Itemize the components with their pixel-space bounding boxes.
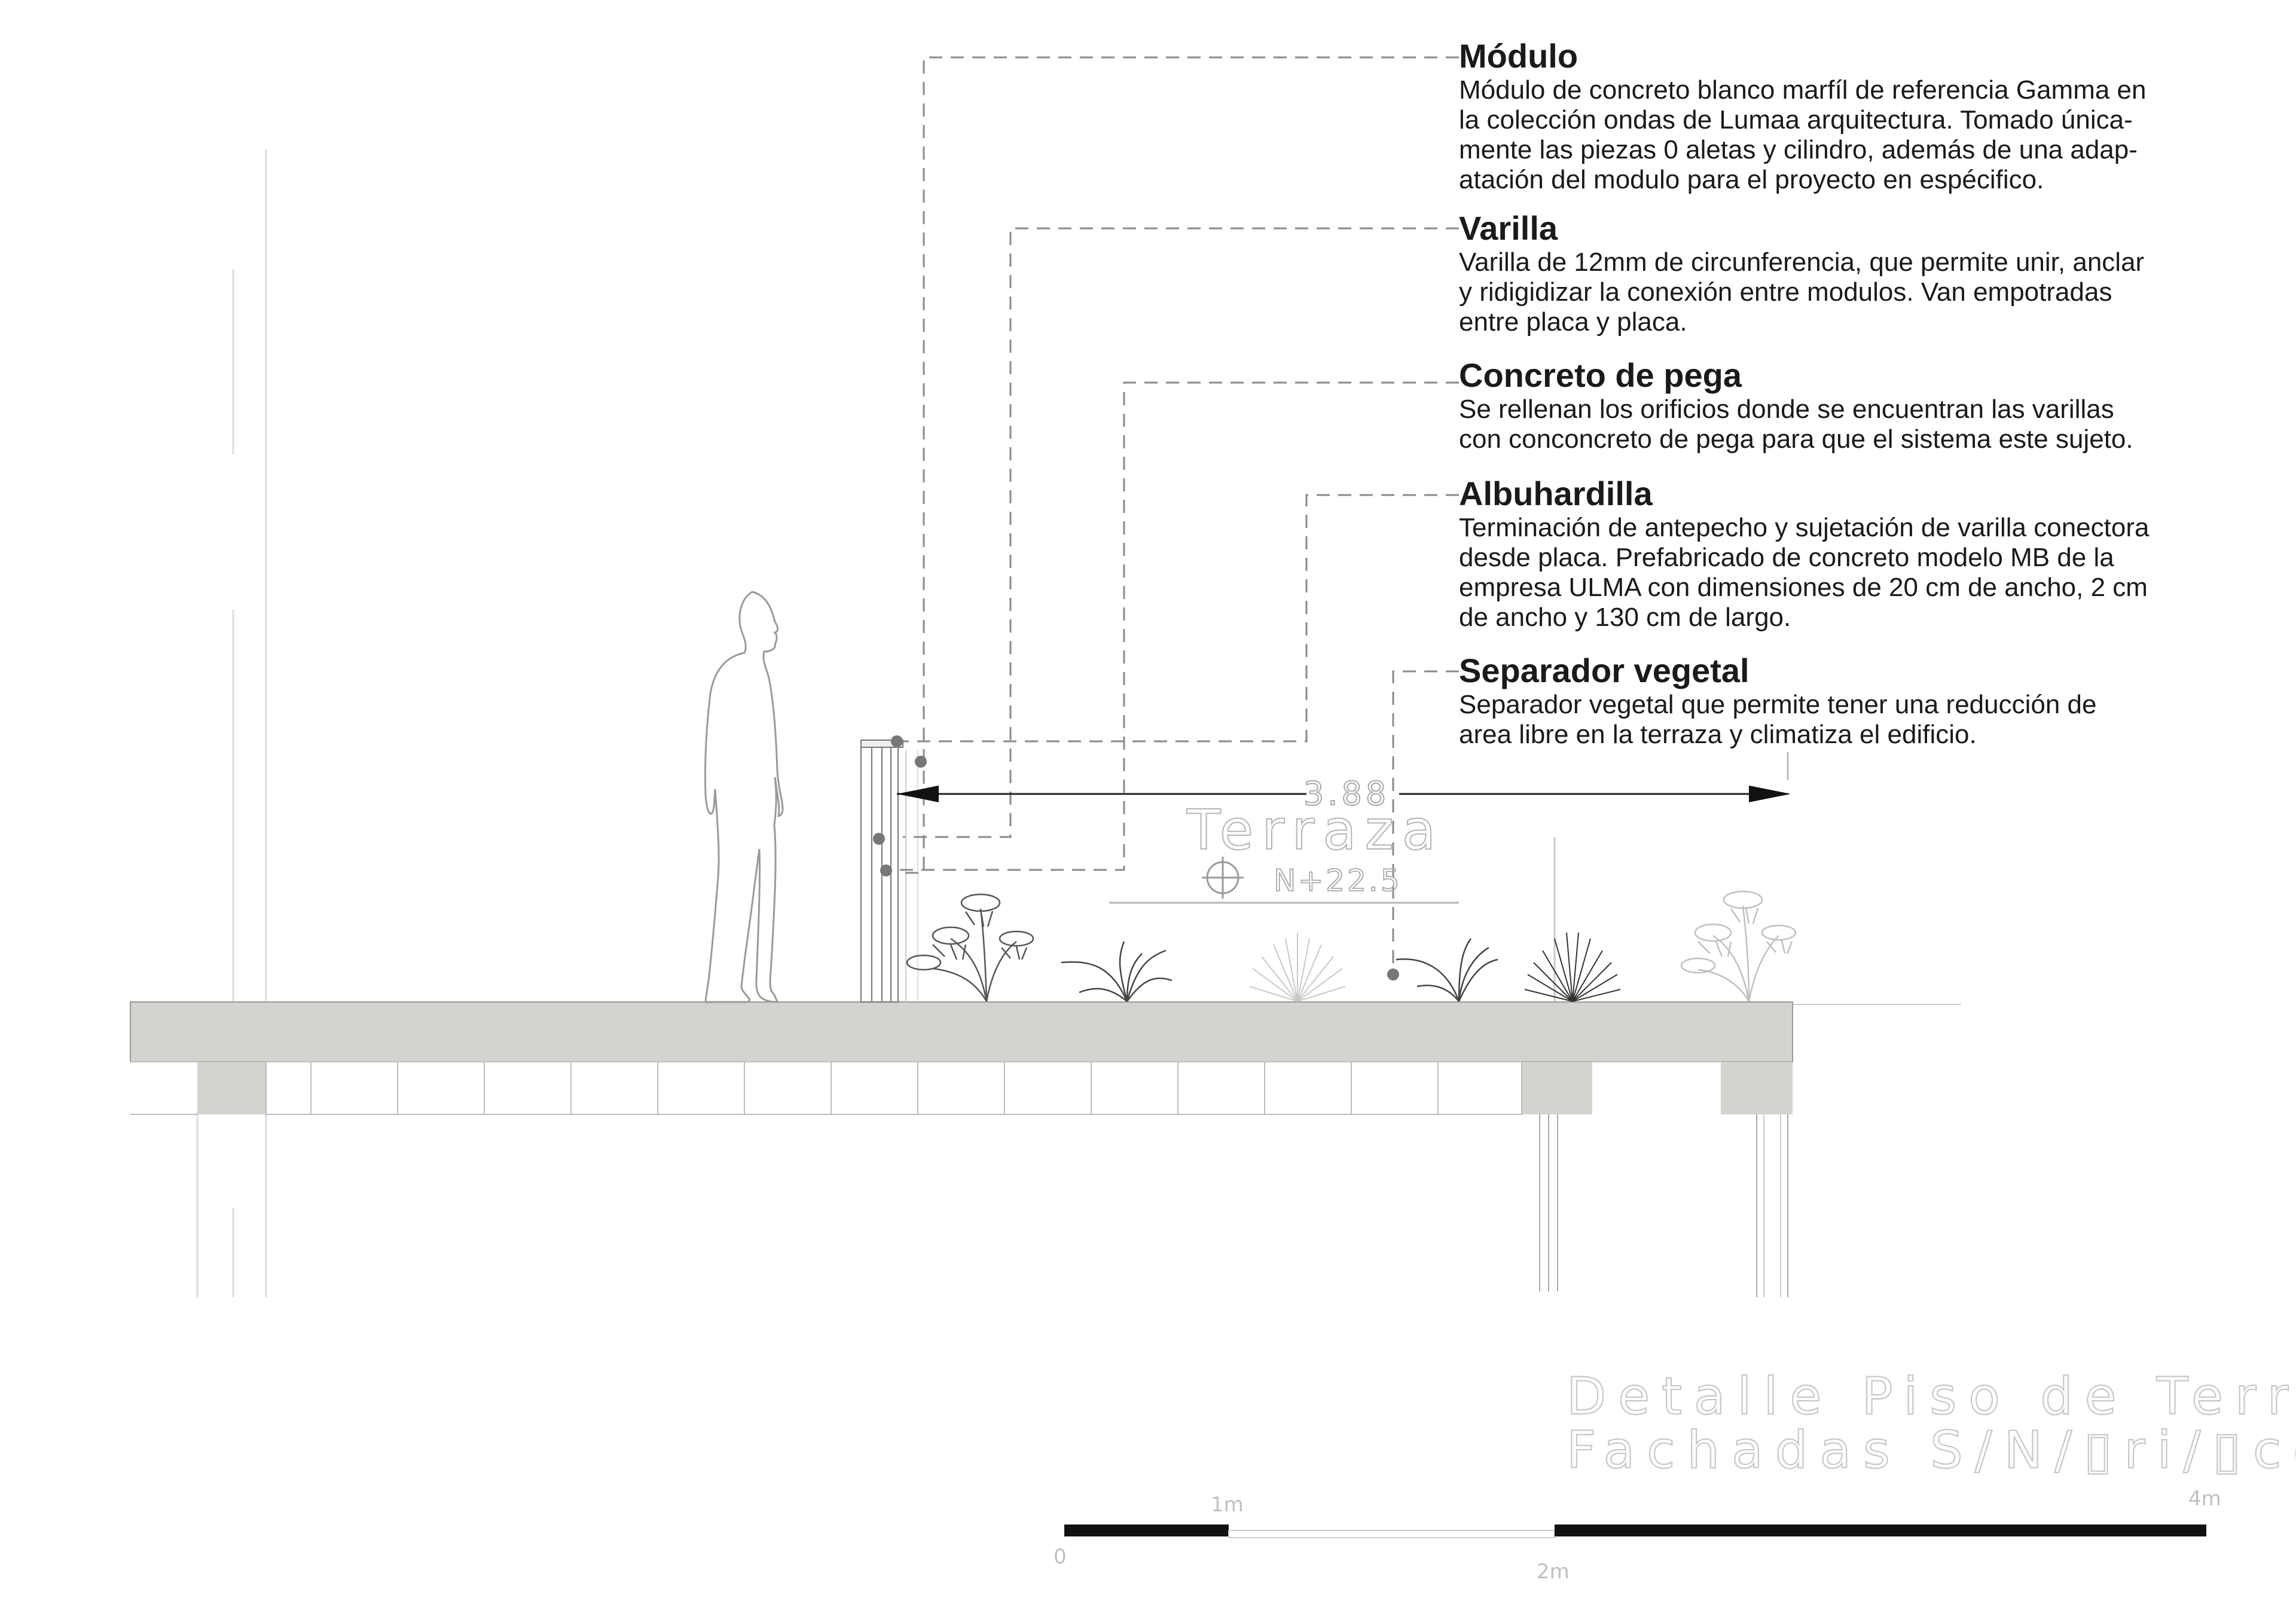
annotation-line: atación del modulo para el proyecto en e… xyxy=(1459,165,2044,194)
plant-fan-light xyxy=(1249,933,1346,1002)
scale-bar xyxy=(1064,1524,2206,1538)
level-marker xyxy=(1109,857,1459,904)
annotation-line: entre placa y placa. xyxy=(1459,307,1687,337)
columns-below xyxy=(1539,1114,1788,1297)
plant-palm-right xyxy=(1680,890,1797,1002)
annotation-line: Se rellenan los orificios donde se encue… xyxy=(1459,395,2114,424)
annotation-line: mente las piezas 0 aletas y cilindro, ad… xyxy=(1459,135,2138,164)
slab-blocks xyxy=(130,1061,1721,1115)
floor-slab xyxy=(130,1001,1793,1114)
scale-label-2m: 2m xyxy=(1537,1560,1570,1584)
annotation-line: Varilla de 12mm de circunferencia, que p… xyxy=(1459,248,2145,277)
annotation-line: Módulo de concreto blanco marfíl de refe… xyxy=(1459,75,2147,105)
annotation-separador-vegetal: Separador vegetal Separador vegetal que … xyxy=(1459,652,2284,750)
plant-grass-2 xyxy=(1396,938,1498,1002)
leader-lines xyxy=(897,56,1459,974)
scale-label-4m: 4m xyxy=(2188,1487,2221,1511)
annotation-line: y ridigidizar la conexión entre modulos.… xyxy=(1459,277,2112,307)
annotation-title: Varilla xyxy=(1459,209,1558,247)
annotation-title: Concreto de pega xyxy=(1459,356,1742,394)
annotation-line: la colección ondas de Lumaa arquitectura… xyxy=(1459,105,2133,135)
plant-palm-left xyxy=(906,893,1034,1002)
plant-fan-dark xyxy=(1524,932,1621,1002)
annotation-line: Terminación de antepecho y sujetación de… xyxy=(1459,513,2150,542)
annotation-line: con conconcreto de pega para que el sist… xyxy=(1459,424,2133,454)
scale-label-0: 0 xyxy=(1054,1545,1067,1569)
annotation-line: empresa ULMA con dimensiones de 20 cm de… xyxy=(1459,573,2148,602)
annotation-title: Albuhardilla xyxy=(1459,475,1653,512)
annotation-varilla: Varilla Varilla de 12mm de circunferenci… xyxy=(1459,209,2284,337)
space-name: Terraza xyxy=(1186,798,1444,862)
drawing-title-line2: Fachadas S/N/▯ri/▯cc xyxy=(1567,1420,2296,1480)
annotation-modulo: Módulo Módulo de concreto blanco marfíl … xyxy=(1459,37,2284,195)
human-figure xyxy=(704,591,784,1003)
scale-label-1m: 1m xyxy=(1211,1493,1244,1517)
background-lines xyxy=(196,149,1961,1297)
annotation-title: Módulo xyxy=(1459,37,1578,75)
annotation-line: Separador vegetal que permite tener una … xyxy=(1459,690,2097,719)
level-value: N+22.5 xyxy=(1274,863,1402,898)
annotation-line: desde placa. Prefabricado de concreto mo… xyxy=(1459,543,2114,572)
annotation-title: Separador vegetal xyxy=(1459,652,1750,689)
annotation-line: area libre en la terraza y climatiza el … xyxy=(1459,720,1977,749)
plant-grass-1 xyxy=(1061,941,1173,1002)
leader-dots xyxy=(873,735,1399,980)
dimension-value: 3.88 xyxy=(1303,775,1390,812)
annotation-albuhardilla: Albuhardilla Terminación de antepecho y … xyxy=(1459,475,2284,633)
drawing-title-line1: Detalle Piso de Terraza xyxy=(1567,1367,2296,1426)
annotation-line: de ancho y 130 cm de largo. xyxy=(1459,603,1791,632)
annotation-concreto-de-pega: Concreto de pega Se rellenan los orifici… xyxy=(1459,356,2284,454)
dimension-line xyxy=(897,752,1791,802)
